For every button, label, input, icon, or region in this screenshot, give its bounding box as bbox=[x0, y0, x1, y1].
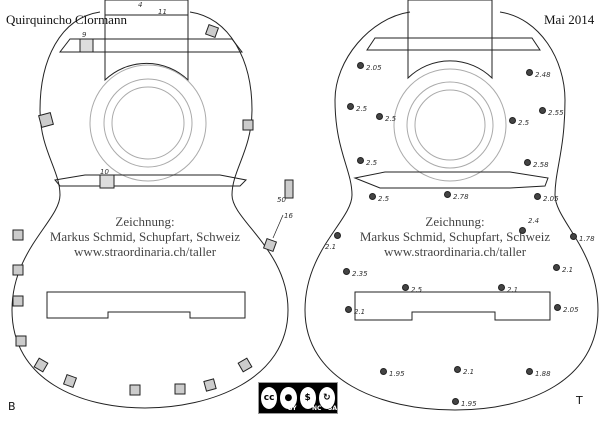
thickness-value: 2.55 bbox=[548, 109, 564, 117]
left-neck-block bbox=[104, 0, 189, 82]
credit-url-left: www.straordinaria.ch/taller bbox=[73, 244, 217, 259]
thickness-point bbox=[334, 232, 341, 239]
thickness-point bbox=[376, 113, 383, 120]
credit-name-right: Markus Schmid, Schupfart, Schweiz bbox=[359, 229, 551, 244]
thickness-point bbox=[380, 368, 387, 375]
top-label: T bbox=[576, 394, 583, 407]
thickness-value: 2.4 bbox=[528, 217, 540, 225]
thickness-value: 2.58 bbox=[533, 161, 549, 169]
thickness-point bbox=[454, 366, 461, 373]
credit-heading-left: Zeichnung: bbox=[115, 214, 175, 229]
by-label: BY bbox=[288, 405, 297, 412]
thickness-point bbox=[444, 191, 451, 198]
block-mark: 16 bbox=[284, 212, 293, 220]
thickness-point bbox=[345, 306, 352, 313]
block-mark: 50 bbox=[277, 196, 286, 204]
left-lower-brace bbox=[54, 174, 248, 187]
thickness-value: 2.1 bbox=[562, 266, 574, 274]
thickness-value: 2.5 bbox=[518, 119, 530, 127]
author-name: Quirquincho Clormann bbox=[6, 12, 127, 27]
neck-mark: 4 bbox=[138, 1, 143, 9]
thickness-point bbox=[343, 268, 350, 275]
right-lower-brace bbox=[353, 171, 549, 189]
cc-icon: cc bbox=[261, 387, 278, 409]
thickness-point bbox=[524, 159, 531, 166]
thickness-value: 2.5 bbox=[378, 195, 390, 203]
thickness-value: 2.1 bbox=[507, 286, 519, 294]
credit-heading-right: Zeichnung: bbox=[425, 214, 485, 229]
thickness-value: 2.35 bbox=[352, 270, 368, 278]
right-upper-brace bbox=[366, 37, 541, 51]
left-soundhole bbox=[89, 64, 207, 182]
brace-mark: 9 bbox=[82, 31, 87, 39]
thickness-value: 1.78 bbox=[579, 235, 595, 243]
thickness-value: 2.5 bbox=[411, 286, 423, 294]
cc-license-badge[interactable]: cc ● $ ↻ BY NC SA bbox=[258, 382, 338, 414]
brace-mark: 10 bbox=[100, 168, 109, 176]
side-blocks bbox=[12, 23, 294, 396]
thickness-point bbox=[519, 227, 526, 234]
thickness-value: 2.5 bbox=[385, 115, 397, 123]
top-outline bbox=[304, 11, 599, 411]
left-upper-brace bbox=[58, 38, 244, 53]
credit-name-left: Markus Schmid, Schupfart, Schweiz bbox=[49, 229, 241, 244]
thickness-value: 2.05 bbox=[366, 64, 382, 72]
by-icon: ● bbox=[280, 387, 297, 409]
thickness-value: 2.1 bbox=[463, 368, 475, 376]
thickness-point bbox=[347, 103, 354, 110]
right-neck-block bbox=[407, 0, 493, 80]
thickness-value: 1.88 bbox=[535, 370, 551, 378]
back-outline bbox=[11, 11, 289, 409]
thickness-value: 2.5 bbox=[366, 159, 378, 167]
thickness-point bbox=[452, 398, 459, 405]
thickness-value: 2.1 bbox=[325, 243, 337, 251]
thickness-value: 1.95 bbox=[461, 400, 477, 408]
neck-mark: 11 bbox=[158, 8, 167, 16]
thickness-point bbox=[539, 107, 546, 114]
thickness-point bbox=[402, 284, 409, 291]
thickness-point bbox=[357, 62, 364, 69]
thickness-value: 2.05 bbox=[563, 306, 579, 314]
thickness-point bbox=[570, 233, 577, 240]
thickness-point bbox=[526, 368, 533, 375]
date: Mai 2014 bbox=[544, 12, 595, 27]
thickness-value: 1.95 bbox=[389, 370, 405, 378]
left-bridge-plate bbox=[46, 291, 246, 319]
thickness-value: 2.05 bbox=[543, 195, 559, 203]
thickness-point bbox=[369, 193, 376, 200]
thickness-value: 2.48 bbox=[535, 71, 551, 79]
credit-url-right: www.straordinaria.ch/taller bbox=[383, 244, 527, 259]
thickness-point bbox=[554, 304, 561, 311]
thickness-point bbox=[498, 284, 505, 291]
nc-label: NC bbox=[312, 405, 322, 412]
thickness-point bbox=[509, 117, 516, 124]
right-bridge-plate bbox=[354, 291, 551, 321]
nc-icon: $ bbox=[299, 387, 316, 409]
back-label: B bbox=[8, 400, 16, 413]
right-soundhole bbox=[393, 68, 507, 182]
thickness-point bbox=[553, 264, 560, 271]
thickness-point bbox=[526, 69, 533, 76]
thickness-value: 2.5 bbox=[356, 105, 368, 113]
thickness-point bbox=[357, 157, 364, 164]
thickness-value: 2.78 bbox=[453, 193, 469, 201]
sa-label: SA bbox=[328, 405, 337, 412]
sa-icon: ↻ bbox=[318, 387, 335, 409]
thickness-point bbox=[534, 193, 541, 200]
thickness-value: 2.1 bbox=[354, 308, 366, 316]
